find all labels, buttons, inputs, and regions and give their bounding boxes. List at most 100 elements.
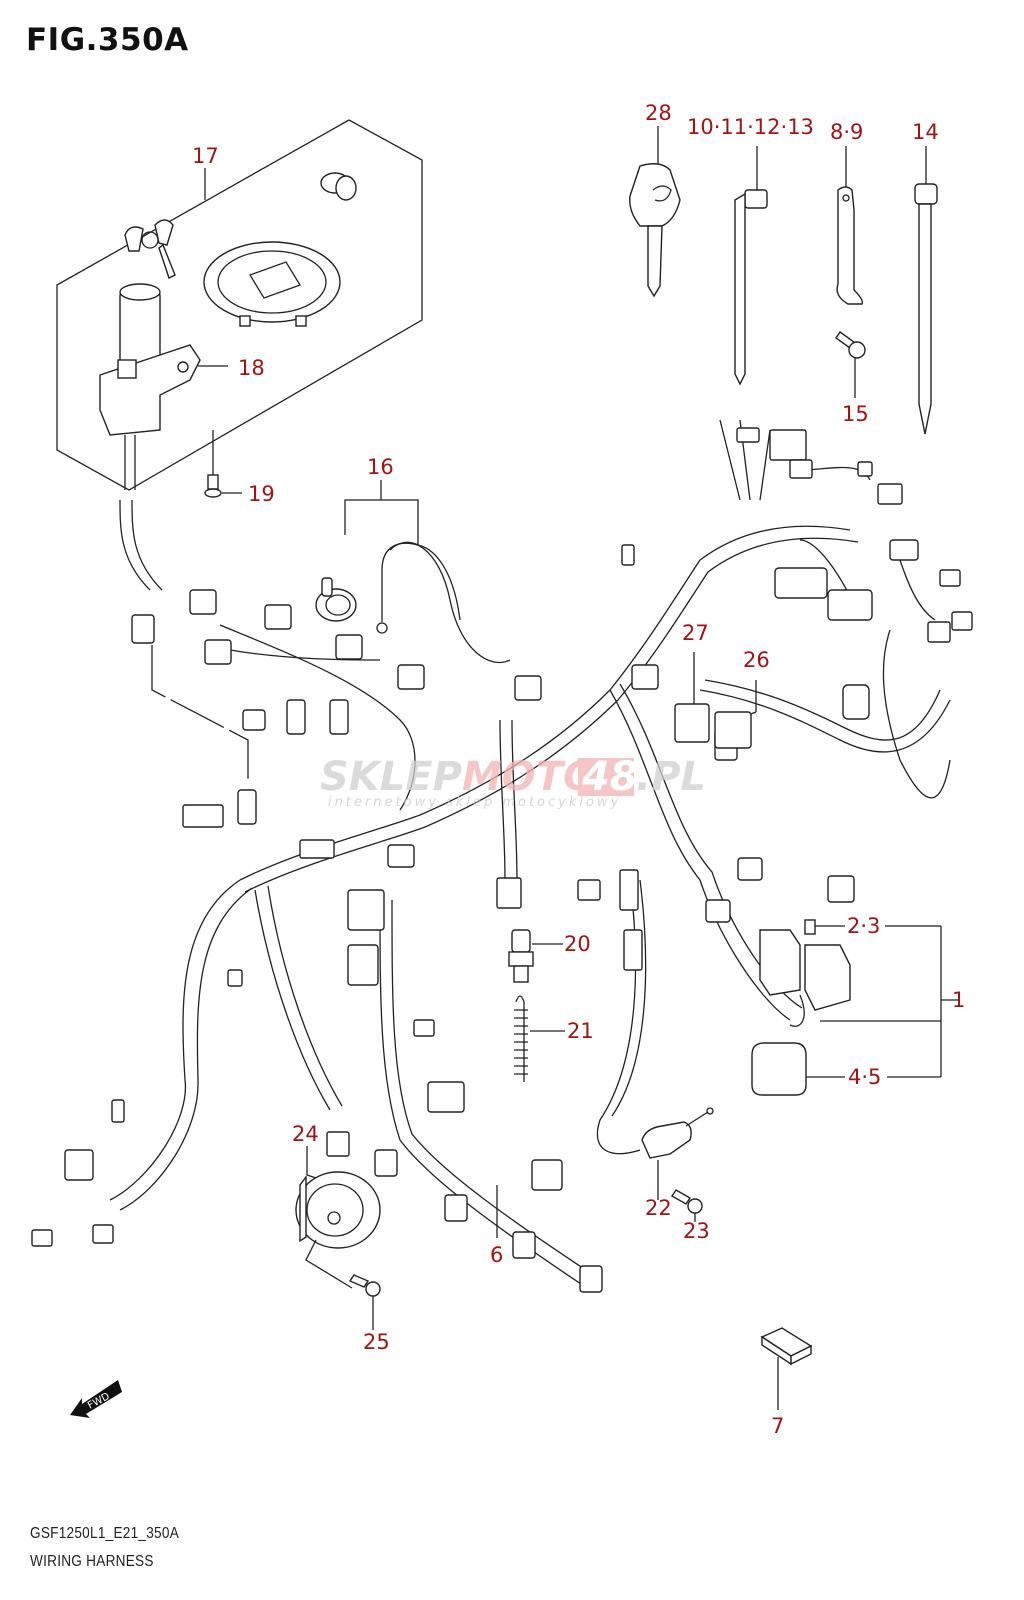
bolt-15[interactable]: [835, 331, 866, 398]
bolt-23[interactable]: [671, 1189, 703, 1222]
callout-labels: 1 2·3 4·5 6 7 8·9 10·11·12·13 14 15 16 1…: [192, 101, 965, 1438]
figure-title: FIG.350A: [26, 22, 189, 58]
callout-1[interactable]: 1: [952, 988, 965, 1012]
relay-27[interactable]: [674, 652, 710, 743]
fuel-cap[interactable]: [203, 241, 341, 327]
ignition-switch[interactable]: [99, 283, 201, 490]
callout-10-13[interactable]: 10·11·12·13: [687, 115, 814, 139]
callout-6[interactable]: 6: [490, 1243, 503, 1267]
callout-19[interactable]: 19: [248, 482, 275, 506]
arrow-forward-icon: [70, 1380, 122, 1418]
connector: [737, 857, 763, 881]
clamp-part[interactable]: [836, 146, 864, 305]
connector: [227, 969, 243, 987]
connector: [631, 664, 659, 690]
callout-21[interactable]: 21: [567, 1019, 594, 1043]
connector: [623, 929, 643, 971]
callout-7[interactable]: 7: [771, 1414, 784, 1438]
sensor-ground-lead[interactable]: [315, 480, 461, 634]
fwd-direction-badge: FWD: [70, 1380, 122, 1418]
fuse-box-assembly[interactable]: [759, 919, 958, 1078]
bolt-25[interactable]: [348, 1274, 381, 1330]
connector: [927, 621, 951, 643]
connector: [242, 709, 266, 731]
connector: [329, 699, 349, 735]
connector: [397, 664, 425, 690]
connector: [347, 944, 379, 986]
connector: [237, 789, 257, 825]
connector: [877, 483, 903, 505]
keys-icon: [124, 219, 176, 279]
connector: [736, 427, 760, 443]
callout-8-9[interactable]: 8·9: [830, 120, 863, 144]
connector: [31, 1229, 53, 1247]
connector: [264, 604, 292, 630]
cable-tie-clamp[interactable]: [734, 146, 768, 386]
connector: [374, 1149, 398, 1177]
connector: [621, 544, 635, 566]
callout-25[interactable]: 25: [363, 1330, 390, 1354]
relay-26[interactable]: [714, 680, 757, 749]
callout-15[interactable]: 15: [842, 402, 869, 426]
callout-23[interactable]: 23: [683, 1219, 710, 1243]
watermark-part1: SKLEP: [320, 754, 462, 800]
connectors: [31, 427, 973, 1293]
connector: [335, 634, 363, 660]
key-blank[interactable]: [629, 126, 681, 298]
connection-indicator: [151, 645, 249, 780]
lock-cylinder[interactable]: [320, 172, 357, 201]
fwd-label: FWD: [86, 1391, 112, 1412]
connector: [577, 879, 601, 901]
connector: [827, 875, 855, 903]
connector: [204, 639, 232, 665]
connector: [182, 804, 224, 828]
watermark-tagline: internetowy sklep motocyklowy: [328, 795, 621, 810]
connector: [531, 1159, 563, 1191]
callout-26[interactable]: 26: [743, 648, 770, 672]
figure-name: WIRING HARNESS: [30, 1553, 154, 1570]
callout-4-5[interactable]: 4·5: [848, 1065, 881, 1089]
connector: [387, 844, 415, 868]
connector: [705, 899, 731, 923]
fuse-box-cover[interactable]: [751, 1042, 807, 1096]
callout-20[interactable]: 20: [564, 932, 591, 956]
callout-28[interactable]: 28: [645, 101, 672, 125]
connector: [111, 1099, 125, 1123]
screw-19[interactable]: [204, 430, 242, 498]
connector: [347, 889, 385, 931]
connector: [444, 1194, 468, 1222]
cable-tie-long[interactable]: [914, 146, 938, 435]
connector: [189, 589, 217, 615]
main-wiring-harness[interactable]: [109, 419, 951, 1291]
watermark-part3: 48: [581, 754, 638, 800]
watermark-part2: MOTO: [462, 754, 597, 800]
callout-2-3[interactable]: 2·3: [847, 914, 880, 938]
ecu-connector: [774, 567, 828, 599]
connector: [427, 1081, 465, 1113]
spring-21[interactable]: [514, 995, 565, 1082]
callout-27[interactable]: 27: [682, 621, 709, 645]
connector: [326, 1131, 350, 1157]
connector: [619, 869, 639, 911]
ecu-connector: [827, 589, 873, 621]
callout-16[interactable]: 16: [367, 455, 394, 479]
brake-light-switch[interactable]: [508, 929, 563, 983]
connector: [951, 611, 973, 631]
horn[interactable]: [295, 1146, 381, 1289]
connector: [413, 1019, 435, 1037]
connector: [299, 839, 335, 859]
callout-14[interactable]: 14: [912, 120, 939, 144]
connector: [769, 429, 807, 461]
pad-7[interactable]: [760, 1327, 813, 1410]
side-stand-switch[interactable]: [641, 1107, 714, 1200]
connector: [857, 461, 873, 477]
callout-17[interactable]: 17: [192, 144, 219, 168]
connector: [889, 539, 919, 561]
connector: [842, 684, 870, 720]
callout-24[interactable]: 24: [292, 1122, 319, 1146]
connector: [939, 569, 961, 587]
watermark: SKLEP MOTO 48 .PL internetowy sklep moto…: [320, 754, 706, 810]
figure-code: GSF1250L1_E21_350A: [30, 1525, 180, 1542]
callout-18[interactable]: 18: [238, 356, 265, 380]
callout-22[interactable]: 22: [645, 1196, 672, 1220]
